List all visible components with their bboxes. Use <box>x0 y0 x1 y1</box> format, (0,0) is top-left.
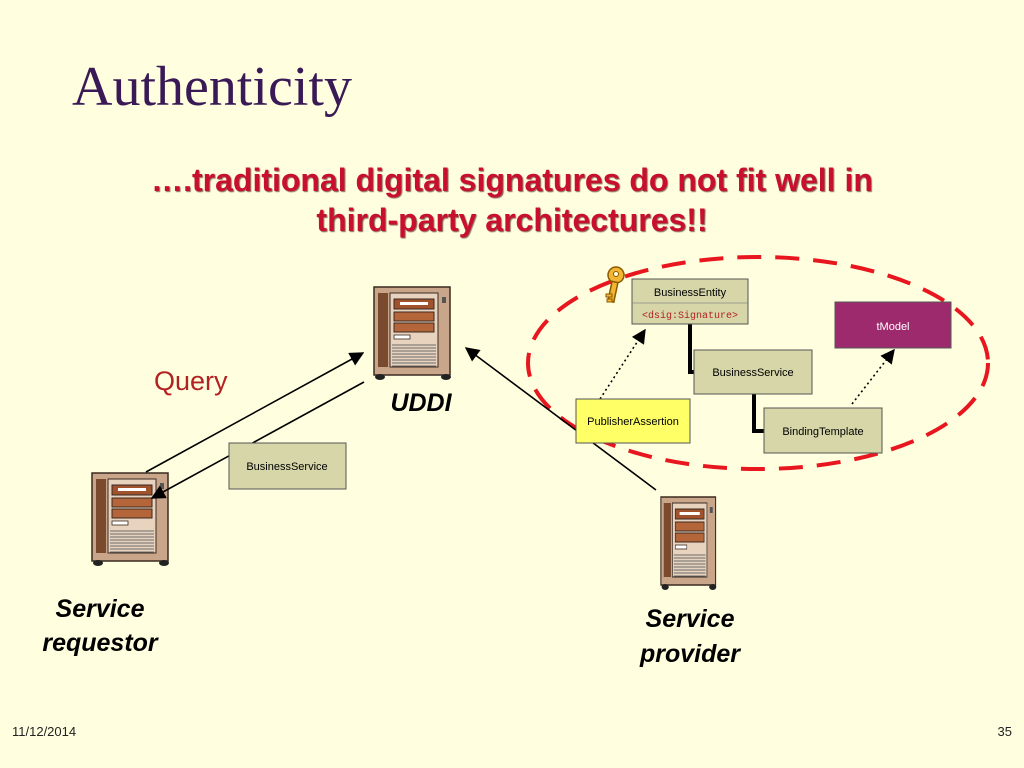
slide-date: 11/12/2014 <box>12 724 77 739</box>
subtitle-line-2: third-party architectures!! <box>316 202 708 238</box>
signature-tag-label: <dsig:Signature> <box>642 310 738 322</box>
assertion-to-entity-dotted-arrow <box>599 328 646 400</box>
provider-label-line-2: provider <box>639 640 741 668</box>
binding-template-box: BindingTemplate <box>763 407 883 454</box>
slide-subtitle: ….traditional digital signatures do not … <box>20 160 1004 240</box>
business-service-label: BusinessService <box>712 367 793 379</box>
entity-service-connector <box>688 324 694 374</box>
message-business-service-label: BusinessService <box>246 461 327 473</box>
response-arrow <box>150 381 365 499</box>
binding-to-tmodel-dotted-arrow <box>851 348 895 405</box>
binding-template-label: BindingTemplate <box>782 426 863 438</box>
uddi-label: UDDI <box>390 389 452 417</box>
tmodel-box: tModel <box>834 301 952 349</box>
business-entity-box: BusinessEntity <dsig:Signature> <box>631 278 749 325</box>
provider-label-line-1: Service <box>646 605 735 633</box>
uddi-server-icon <box>373 286 452 381</box>
query-label: Query <box>154 366 228 396</box>
requestor-label-line-2: requestor <box>42 629 159 657</box>
tmodel-label: tModel <box>876 321 909 333</box>
publisher-assertion-label: PublisherAssertion <box>587 416 679 428</box>
message-business-service-box: BusinessService <box>228 442 347 490</box>
service-binding-connector <box>752 394 764 433</box>
publish-arrow <box>464 347 657 491</box>
slide-page-number: 35 <box>997 724 1012 739</box>
requestor-server-icon <box>91 472 170 567</box>
business-entity-label: BusinessEntity <box>654 287 727 299</box>
subtitle-line-1: ….traditional digital signatures do not … <box>151 162 873 198</box>
registry-dashed-ellipse <box>526 255 990 471</box>
provider-server-icon <box>660 496 718 591</box>
business-service-box: BusinessService <box>693 349 813 395</box>
key-icon <box>605 266 625 304</box>
publisher-assertion-box: PublisherAssertion <box>575 398 691 444</box>
query-arrow <box>145 352 365 473</box>
requestor-label-line-1: Service <box>56 595 145 623</box>
slide-title: Authenticity <box>72 56 352 118</box>
